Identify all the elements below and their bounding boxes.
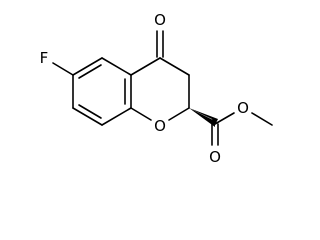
bond-o-methyl [251,112,273,126]
double-bond-c7-c8-inner [78,104,102,119]
bond-c4a-c5 [101,57,132,76]
molecule-structure-diagram: F O O O O [40,11,273,166]
ester-ether-oxygen-label: O [237,99,249,117]
bond-c6-f [52,62,74,76]
bond-c4a-c4 [130,57,161,76]
ketone-group [156,30,164,58]
stereo-wedge-bond-body [189,108,215,127]
benzene-ring [72,57,132,126]
pyranone-ring [130,57,190,121]
ester-group [211,112,273,146]
double-bond-c5-c6-inner [78,64,102,79]
bond-c7-c8 [72,107,103,126]
ring-oxygen-label: O [154,117,166,135]
ester-carbonyl-oxygen-label: O [209,148,221,166]
fluorine-label: F [40,49,49,67]
bond-c5-c6 [72,57,103,76]
bond-c4-c3 [159,57,190,76]
bond-o1-c8a [130,107,152,121]
bond-ester-c-o [214,112,235,125]
ketone-oxygen-label: O [154,11,166,29]
bond-c2-o1 [168,107,190,121]
bond-c8-c8a [101,107,132,126]
